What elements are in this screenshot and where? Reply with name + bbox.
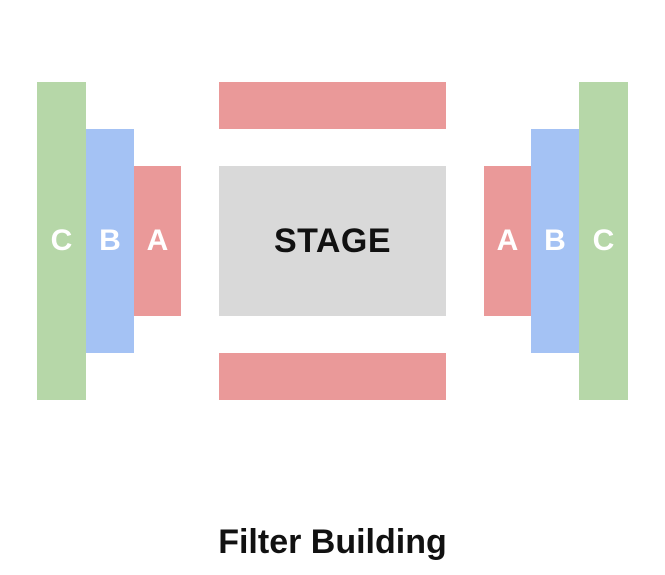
top-section[interactable] <box>219 82 446 129</box>
left-section-a[interactable]: A <box>134 166 181 316</box>
right-section-a[interactable]: A <box>484 166 531 316</box>
left-section-b[interactable]: B <box>86 129 134 353</box>
stage: STAGE <box>219 166 446 316</box>
right-section-c[interactable]: C <box>579 82 628 400</box>
left-section-b-label: B <box>99 224 121 257</box>
venue-title: Filter Building <box>218 523 447 561</box>
right-section-b-label: B <box>544 224 566 257</box>
bottom-section[interactable] <box>219 353 446 400</box>
right-section-a-label: A <box>496 224 519 257</box>
right-section-c-label: C <box>592 224 615 257</box>
left-section-c[interactable]: C <box>37 82 86 400</box>
stage-label: STAGE <box>273 222 392 260</box>
right-section-b[interactable]: B <box>531 129 579 353</box>
left-section-a-label: A <box>146 224 169 257</box>
left-section-c-label: C <box>50 224 73 257</box>
